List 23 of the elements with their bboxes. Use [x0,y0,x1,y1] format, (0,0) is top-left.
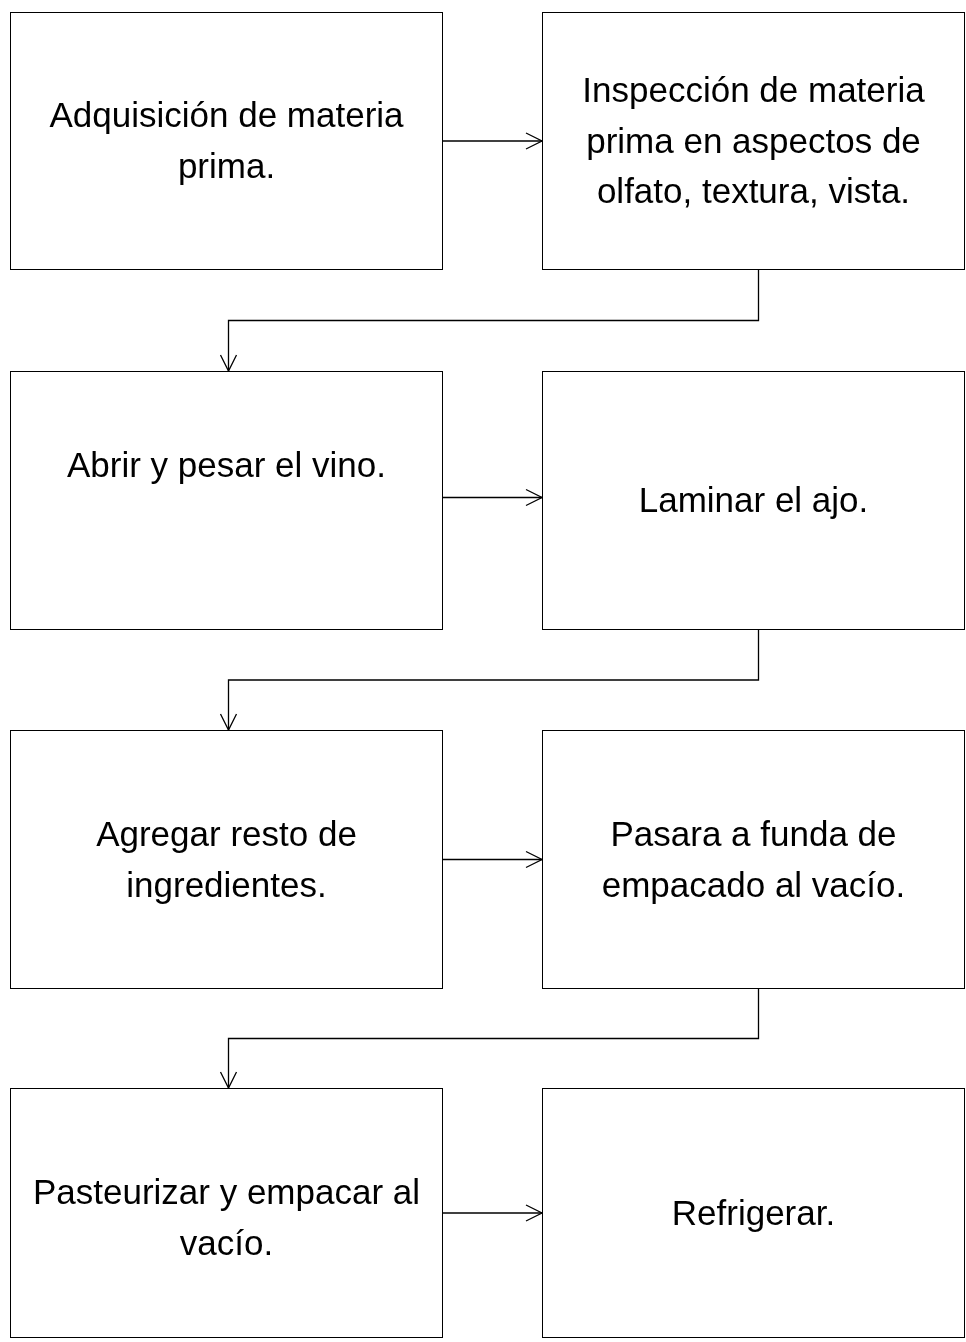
step-text: Refrigerar. [671,1191,836,1234]
process-box [10,371,443,630]
step-text: Pasteurizar y empacar al vacío. [31,1171,422,1264]
arrow [442,132,543,150]
arrow [219,629,760,731]
arrow [219,988,760,1089]
arrow [442,850,543,869]
process-box [542,730,965,989]
process-box [542,12,965,270]
arrow [219,269,760,372]
process-box [10,1088,443,1338]
process-box [10,730,443,989]
process-box [542,1088,965,1338]
step-text: Laminar el ajo. [638,479,869,522]
step-text: Agregar resto de ingredientes. [95,812,358,906]
step-text: Inspección de materia prima en aspectos de olfato, textura, vista. [581,68,926,213]
step-text: Abrir y pesar el vino. [67,444,386,487]
process-box [542,371,965,630]
step-text: Pasara a funda de empacado al vacío. [600,812,907,906]
arrow [442,1204,543,1222]
process-box [10,12,443,270]
step-text: Adquisición de materia prima. [48,94,405,187]
arrow [442,488,543,507]
